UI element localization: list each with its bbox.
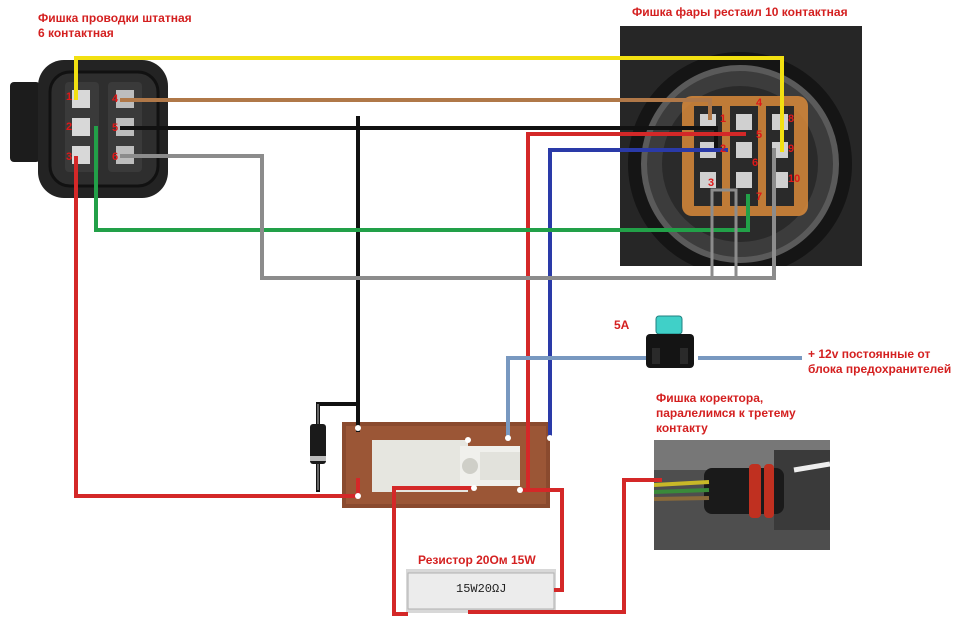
relay-photo — [342, 422, 550, 508]
wire-gray-b — [710, 188, 738, 280]
connector10-photo — [620, 26, 862, 266]
pin10-9: 9 — [788, 143, 794, 155]
wire-lightblue — [506, 356, 652, 440]
pin6-6: 6 — [112, 151, 118, 163]
resistor-photo: 15W20ΩJ — [406, 569, 556, 613]
pin10-5: 5 — [756, 129, 762, 141]
wire-yellow — [74, 56, 784, 152]
pin6-5: 5 — [112, 122, 118, 134]
pin6-4: 4 — [112, 93, 119, 105]
pin10-7: 7 — [756, 191, 762, 203]
power-label: + 12v постоянные от блока предохранителе… — [808, 347, 952, 376]
wire-gray — [120, 148, 776, 280]
pin10-3: 3 — [708, 177, 714, 189]
pin6-3: 3 — [66, 151, 72, 163]
wire-black — [120, 126, 718, 152]
resistor-marking: 15W20ΩJ — [456, 582, 507, 596]
fuse-icon — [646, 315, 694, 368]
wire-green — [94, 126, 750, 232]
corrector-photo — [654, 440, 830, 550]
pin6-2: 2 — [66, 121, 72, 133]
connector10-label: Фишка фары рестаил 10 контактная — [632, 5, 848, 19]
pin10-8: 8 — [788, 113, 794, 125]
wire-red-resistor-a — [392, 486, 476, 616]
wire-red-corrector — [468, 478, 662, 614]
fuse-rating-label: 5А — [614, 318, 630, 332]
wire-red-head — [526, 132, 746, 490]
diode-icon — [310, 404, 326, 490]
wire-blue — [548, 148, 728, 440]
wire-red-main — [74, 156, 360, 498]
pin6-1: 1 — [66, 91, 72, 103]
wire-red-resistor-b — [518, 488, 564, 592]
resistor-label: Резистор 20Ом 15W — [418, 553, 536, 567]
pin10-4: 4 — [756, 97, 763, 109]
pin10-6: 6 — [752, 157, 758, 169]
pin10-10: 10 — [788, 173, 800, 185]
pin10-1: 1 — [720, 113, 726, 125]
pin10-2: 2 — [720, 143, 726, 155]
relay-pins — [355, 425, 553, 499]
wire-brown — [120, 98, 712, 120]
connector6-label: Фишка проводки штатная 6 контактная — [38, 11, 192, 40]
corrector-label: Фишка коректора, паралелимся к третему к… — [656, 391, 796, 435]
